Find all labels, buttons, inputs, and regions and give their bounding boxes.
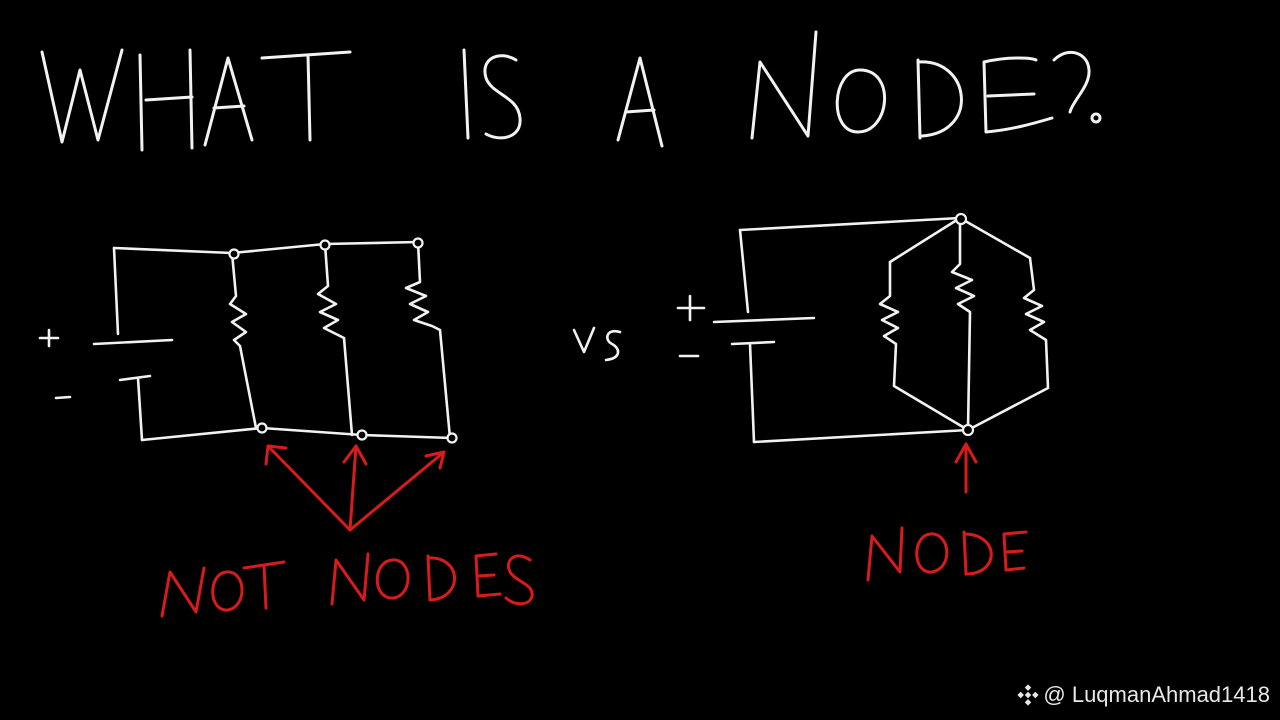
left-battery-wire-top — [112, 246, 120, 336]
right-branch-left-top — [888, 216, 962, 264]
arrow-to-right-junction — [348, 450, 446, 532]
right-battery-wire-bottom — [748, 342, 756, 444]
arrow-to-left-junction — [264, 444, 352, 532]
binance-diamond-icon — [1017, 684, 1039, 706]
right-node-top — [954, 212, 968, 226]
left-resistor-1 — [228, 251, 258, 430]
right-resistor-3 — [966, 256, 1050, 432]
title-handwriting — [40, 30, 1102, 152]
left-junction-top-3 — [412, 237, 424, 249]
right-branch-right-top — [958, 216, 1032, 260]
left-junction-bottom-1 — [256, 422, 268, 434]
left-top-wire — [112, 240, 420, 255]
left-junction-top-2 — [319, 239, 331, 251]
vs-handwriting — [572, 326, 622, 362]
not-nodes-annotation — [160, 444, 534, 618]
left-plus-sign — [38, 328, 60, 348]
left-bottom-wire — [140, 426, 454, 442]
right-circuit — [676, 212, 1050, 444]
right-bottom-wire — [752, 428, 970, 444]
left-junction-bottom-3 — [446, 432, 458, 444]
left-junction-top-1 — [228, 248, 240, 260]
node-annotation — [866, 442, 1028, 582]
right-battery-short-plate — [730, 340, 776, 346]
left-junction-bottom-2 — [356, 429, 368, 441]
right-plus-sign — [676, 294, 706, 322]
left-circuit — [38, 237, 458, 444]
right-resistor-1 — [878, 260, 970, 432]
left-battery-short-plate — [118, 374, 152, 382]
arrow-to-node — [954, 442, 978, 494]
left-battery-long-plate — [92, 338, 174, 346]
left-resistor-2 — [316, 242, 354, 437]
arrow-to-middle-junction — [342, 444, 368, 532]
right-battery-long-plate — [712, 316, 816, 324]
right-resistor-2 — [950, 216, 976, 432]
left-battery-wire-bottom — [136, 376, 144, 442]
watermark: @ LuqmanAhmad1418 — [1017, 682, 1270, 708]
watermark-text: @ LuqmanAhmad1418 — [1043, 682, 1270, 707]
right-top-wire — [738, 216, 962, 232]
right-node-bottom — [961, 423, 975, 437]
right-battery-wire-top — [738, 228, 750, 314]
left-minus-sign — [54, 395, 72, 400]
left-resistor-3 — [404, 240, 452, 440]
